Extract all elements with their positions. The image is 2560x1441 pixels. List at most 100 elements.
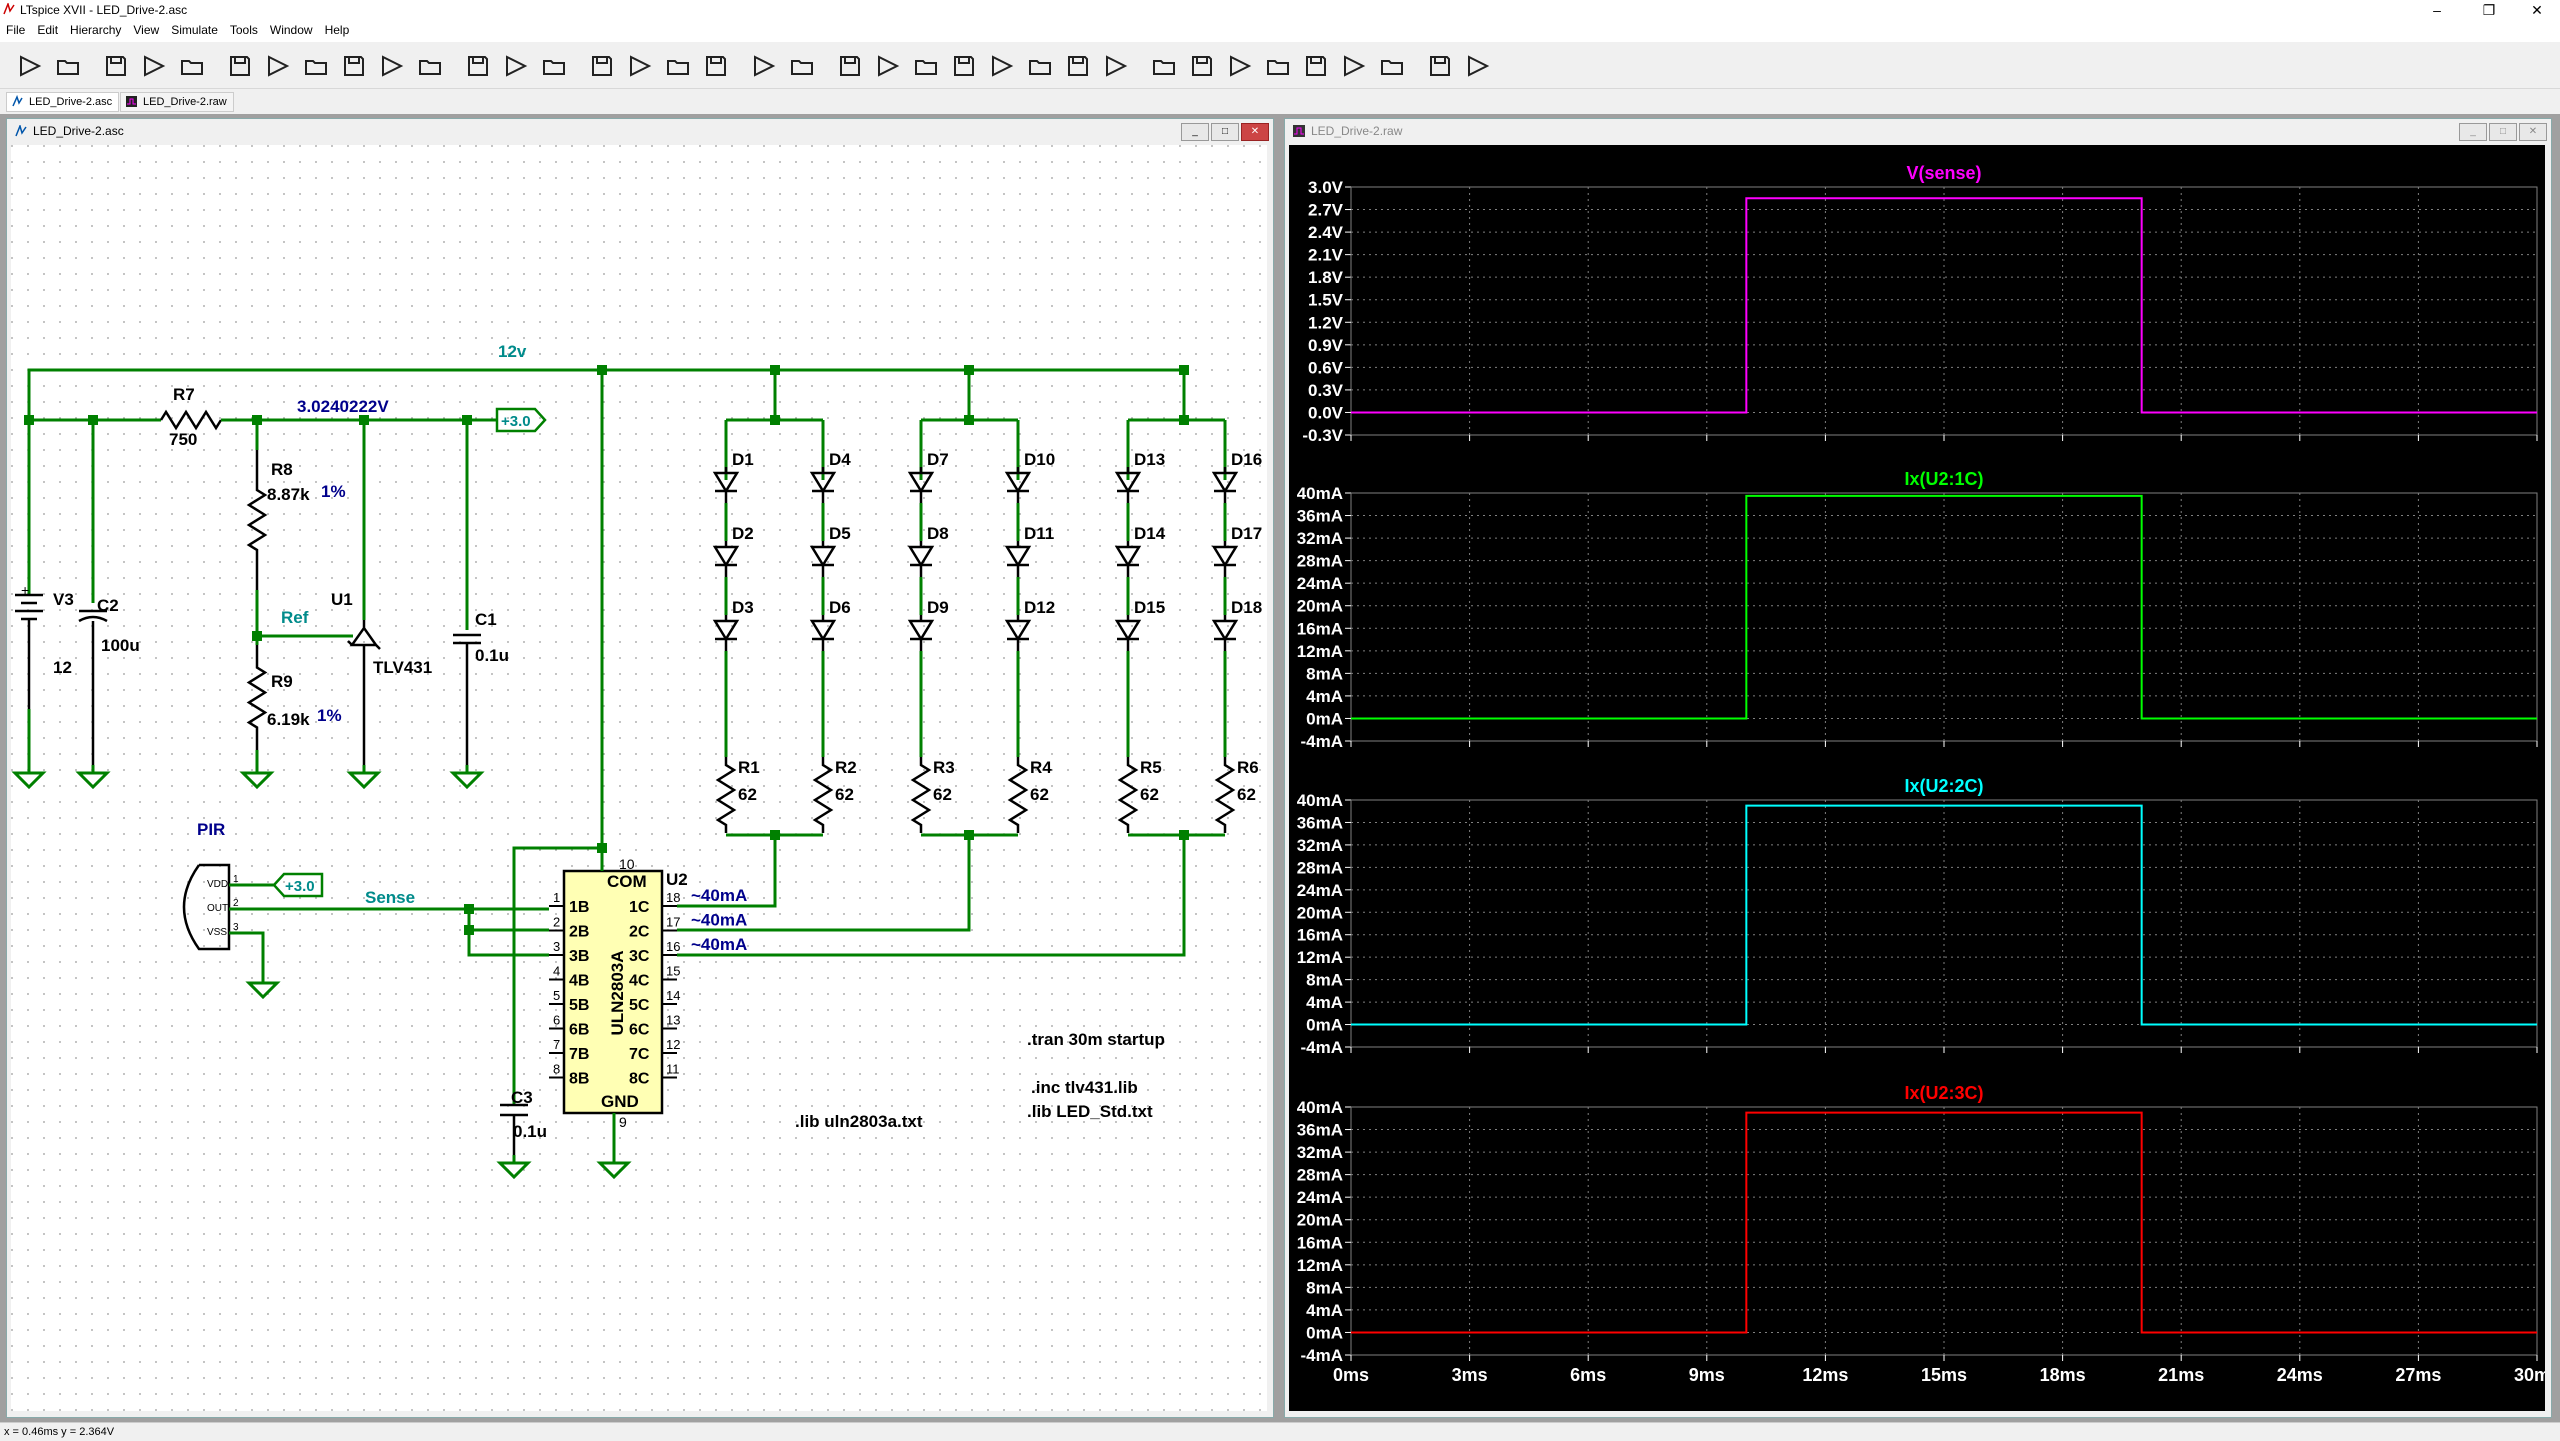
led-d2[interactable] — [712, 541, 740, 577]
led-d12[interactable] — [1004, 615, 1032, 651]
pir-sensor[interactable] — [182, 863, 231, 951]
led-d10[interactable] — [1004, 467, 1032, 503]
led-d14[interactable] — [1114, 541, 1142, 577]
subwindow-close-button[interactable]: ✕ — [1241, 123, 1269, 141]
led-d9[interactable] — [907, 615, 935, 651]
trace-title[interactable]: Ix(U2:1C) — [1904, 469, 1983, 489]
led-d1[interactable] — [712, 467, 740, 503]
menu-window[interactable]: Window — [269, 23, 313, 37]
cascade-button[interactable] — [586, 50, 618, 82]
menu-hierarchy[interactable]: Hierarchy — [70, 23, 122, 37]
capacitor-button[interactable] — [1024, 50, 1056, 82]
battery-v3[interactable] — [15, 593, 43, 709]
ground-button[interactable] — [910, 50, 942, 82]
schematic-canvas[interactable]: 12v+V312C2100uR77503.0240222V+3.0R88.87k… — [11, 145, 1267, 1411]
resistor-r3[interactable] — [910, 757, 932, 833]
tab-schematic[interactable]: LED_Drive-2.asc — [6, 92, 120, 112]
led-d4[interactable] — [809, 467, 837, 503]
menu-file[interactable]: File — [6, 23, 26, 37]
ic-u2-body[interactable] — [562, 869, 664, 1115]
move-button[interactable] — [1186, 50, 1218, 82]
resistor-r1[interactable] — [715, 757, 737, 833]
cut-button[interactable] — [624, 50, 656, 82]
resistor-r8[interactable] — [246, 450, 268, 590]
plot-pane[interactable]: 40mA36mA32mA28mA24mA20mA16mA12mA8mA4mA0m… — [1297, 776, 2538, 1057]
led-d7[interactable] — [907, 467, 935, 503]
autorange-button[interactable] — [414, 50, 446, 82]
subwindow-minimize-button[interactable]: _ — [1181, 123, 1209, 141]
tile-horizontal-button[interactable] — [500, 50, 532, 82]
tab-waveform[interactable]: LED_Drive-2.raw — [120, 92, 234, 112]
open-button[interactable] — [52, 50, 84, 82]
label-button[interactable] — [948, 50, 980, 82]
led-d17[interactable] — [1211, 541, 1239, 577]
trace-title[interactable]: Ix(U2:3C) — [1904, 1083, 1983, 1103]
resistor-button[interactable] — [986, 50, 1018, 82]
run-button[interactable] — [14, 50, 46, 82]
led-d13[interactable] — [1114, 467, 1142, 503]
led-d3[interactable] — [712, 615, 740, 651]
control-panel-button[interactable] — [138, 50, 170, 82]
menu-view[interactable]: View — [133, 23, 160, 37]
capacitor-c1[interactable] — [453, 633, 481, 765]
print-button[interactable] — [834, 50, 866, 82]
save-button[interactable] — [100, 50, 132, 82]
spice-directive-button[interactable] — [1462, 50, 1494, 82]
menu-edit[interactable]: Edit — [37, 23, 59, 37]
zoom-area-button[interactable] — [300, 50, 332, 82]
menu-tools[interactable]: Tools — [229, 23, 258, 37]
halt-button[interactable] — [176, 50, 208, 82]
resistor-r9[interactable] — [246, 645, 268, 750]
plot-pane[interactable]: 3.0V2.7V2.4V2.1V1.8V1.5V1.2V0.9V0.6V0.3V… — [1302, 163, 2538, 445]
minimize-button[interactable]: – — [2433, 2, 2441, 18]
zoom-fit-button[interactable] — [376, 50, 408, 82]
waveform-plot-area[interactable]: 3.0V2.7V2.4V2.1V1.8V1.5V1.2V0.9V0.6V0.3V… — [1289, 145, 2545, 1411]
wire-button[interactable] — [872, 50, 904, 82]
resistor-r6[interactable] — [1214, 757, 1236, 833]
plot-pane[interactable]: 40mA36mA32mA28mA24mA20mA16mA12mA8mA4mA0m… — [1297, 1083, 2545, 1385]
find-button[interactable] — [748, 50, 780, 82]
resistor-r5[interactable] — [1117, 757, 1139, 833]
menu-simulate[interactable]: Simulate — [171, 23, 218, 37]
resistor-r2[interactable] — [812, 757, 834, 833]
led-d5[interactable] — [809, 541, 837, 577]
text-button[interactable] — [1424, 50, 1456, 82]
led-d11[interactable] — [1004, 541, 1032, 577]
resistor-r4[interactable] — [1007, 757, 1029, 833]
undo-button[interactable] — [1262, 50, 1294, 82]
led-d16[interactable] — [1211, 467, 1239, 503]
grid-button[interactable] — [462, 50, 494, 82]
subwindow-maximize-button[interactable]: □ — [1211, 123, 1239, 141]
rotate-button[interactable] — [1338, 50, 1370, 82]
led-d8[interactable] — [907, 541, 935, 577]
subwindow-close-button[interactable]: ✕ — [2519, 123, 2547, 141]
resistor-r7[interactable] — [159, 409, 223, 431]
capacitor-c3[interactable] — [500, 1103, 528, 1155]
subwindow-minimize-button[interactable]: _ — [2459, 123, 2487, 141]
zoom-out-button[interactable] — [338, 50, 370, 82]
trace-title[interactable]: V(sense) — [1906, 163, 1981, 183]
redo-button[interactable] — [1300, 50, 1332, 82]
drag-button[interactable] — [1224, 50, 1256, 82]
menu-help[interactable]: Help — [324, 23, 350, 37]
paste-button[interactable] — [700, 50, 732, 82]
led-d6[interactable] — [809, 615, 837, 651]
tile-vertical-button[interactable] — [538, 50, 570, 82]
led-d18[interactable] — [1211, 615, 1239, 651]
pan-button[interactable] — [224, 50, 256, 82]
trace-title[interactable]: Ix(U2:2C) — [1904, 776, 1983, 796]
subwindow-maximize-button[interactable]: □ — [2489, 123, 2517, 141]
mirror-button[interactable] — [1376, 50, 1408, 82]
component-button[interactable] — [1148, 50, 1180, 82]
close-window-button[interactable]: ✕ — [2531, 2, 2543, 18]
inductor-button[interactable] — [1062, 50, 1094, 82]
zoom-in-button[interactable] — [262, 50, 294, 82]
led-d15[interactable] — [1114, 615, 1142, 651]
diode-button[interactable] — [1100, 50, 1132, 82]
copy-button[interactable] — [662, 50, 694, 82]
plot-pane[interactable]: 40mA36mA32mA28mA24mA20mA16mA12mA8mA4mA0m… — [1297, 469, 2538, 751]
restore-button[interactable]: ❐ — [2482, 2, 2496, 18]
shunt-regulator-u1[interactable] — [347, 620, 381, 765]
print-preview-button[interactable] — [786, 50, 818, 82]
capacitor-c2[interactable] — [78, 609, 108, 765]
